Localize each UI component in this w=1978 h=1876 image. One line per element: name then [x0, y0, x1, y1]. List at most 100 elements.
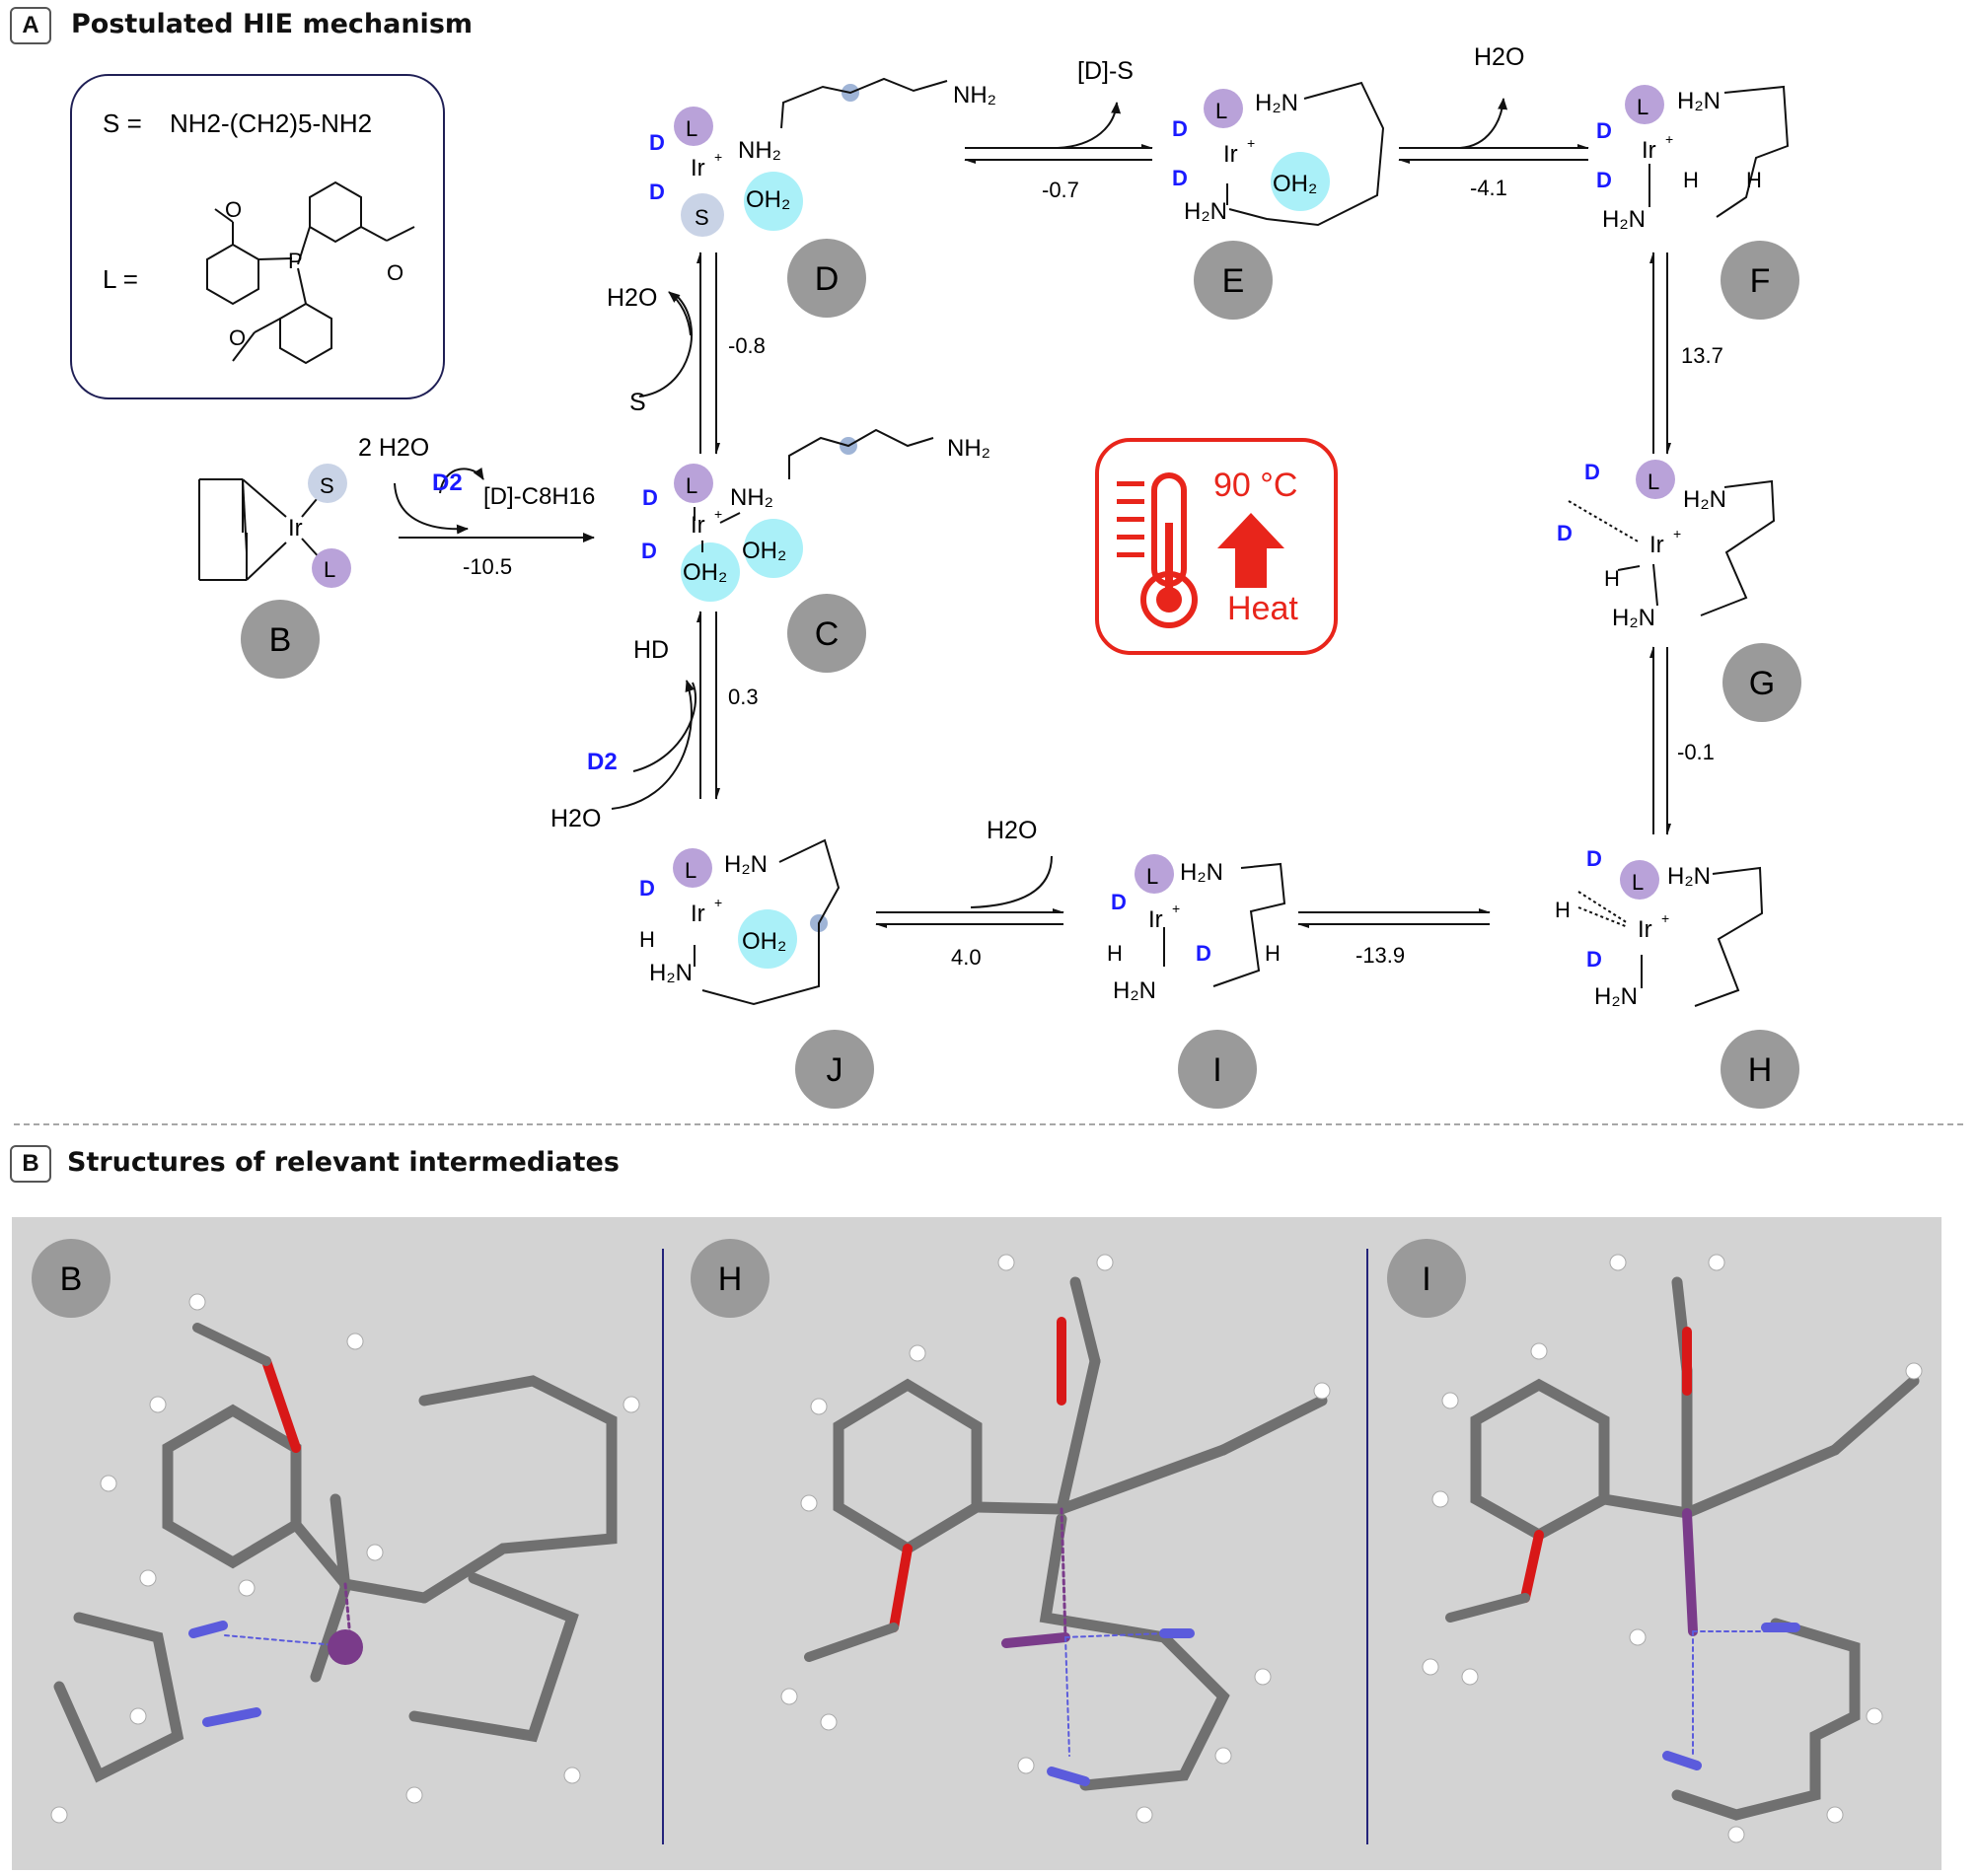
- svg-text:Ir: Ir: [1642, 137, 1656, 164]
- svg-text:H₂N: H₂N: [1667, 863, 1711, 890]
- svg-text:D: D: [1172, 166, 1188, 190]
- svg-text:B: B: [60, 1261, 83, 1298]
- legend-l-prefix: L =: [103, 264, 138, 294]
- structure-label-h: H: [691, 1239, 769, 1318]
- structure-i-render: [1422, 1254, 1923, 1843]
- reagent-d-e-out: [D]-S: [1077, 57, 1134, 85]
- up-arrow-icon: [1217, 513, 1284, 588]
- iridium-label-b: Ir: [288, 515, 303, 541]
- svg-text:D: D: [1596, 168, 1612, 192]
- arrow-d2-in-cj: [632, 682, 697, 772]
- complex-c-structure: L Ir + NH₂ NH₂ OH₂ OH₂ D D: [641, 428, 990, 602]
- svg-text:L: L: [1648, 469, 1659, 494]
- svg-text:D: D: [1196, 941, 1211, 966]
- svg-text:D: D: [1596, 118, 1612, 143]
- svg-text:L: L: [1632, 870, 1644, 895]
- structure-label-i: I: [1387, 1239, 1466, 1318]
- svg-text:H₂N: H₂N: [1602, 206, 1646, 233]
- reagent-b-c-in: 2 H2O: [358, 434, 429, 462]
- svg-text:L: L: [686, 116, 697, 141]
- svg-text:H: H: [1748, 1051, 1773, 1089]
- complex-e-structure: L Ir + H₂N OH₂ H₂N D D: [1172, 81, 1385, 227]
- reagent-c-j-d2: D2: [587, 749, 618, 775]
- svg-text:+: +: [714, 506, 722, 522]
- svg-text:Ir: Ir: [691, 155, 705, 181]
- energy-c-j: 0.3: [728, 685, 759, 709]
- phosphine-ligand-structure: [206, 180, 415, 365]
- arrow-c8h16-out: [439, 468, 484, 494]
- svg-text:D: D: [1586, 947, 1602, 972]
- svg-text:D: D: [1557, 521, 1573, 545]
- complex-j-structure: L Ir + H₂N OH₂ H H₂N D: [639, 838, 841, 1006]
- svg-text:H₂N: H₂N: [1677, 88, 1721, 114]
- species-label-f: F: [1721, 241, 1799, 320]
- species-label-e: E: [1194, 241, 1273, 320]
- arrow-h2o-in-ij: [970, 855, 1053, 908]
- temperature-value: 90 °C: [1213, 467, 1297, 504]
- svg-text:H: H: [1107, 941, 1123, 966]
- svg-text:H₂N: H₂N: [1612, 605, 1655, 631]
- reagent-c-j-out: HD: [633, 636, 669, 664]
- svg-text:D: D: [1111, 890, 1127, 914]
- svg-text:H: H: [639, 927, 655, 952]
- svg-text:H: H: [1265, 941, 1281, 966]
- reagent-i-j-in: H2O: [987, 817, 1037, 844]
- legend-s-formula: NH2-(CH2)5-NH2: [170, 108, 372, 138]
- svg-text:OH₂: OH₂: [742, 538, 786, 564]
- solvent-circle-b: [308, 464, 347, 503]
- panel-b-letter: B: [22, 1150, 39, 1177]
- arrow-s-out-de: [1057, 102, 1122, 149]
- energy-c-d: -0.8: [728, 333, 766, 358]
- structure-h-render: [780, 1254, 1331, 1824]
- energy-i-j: 4.0: [951, 945, 982, 970]
- complex-i-structure: L Ir + H₂N H H H₂N D D: [1107, 854, 1286, 1004]
- svg-text:Ir: Ir: [1223, 141, 1238, 168]
- species-label-h: H: [1721, 1030, 1799, 1109]
- svg-text:H: H: [1683, 168, 1699, 192]
- species-label-g: G: [1722, 643, 1801, 722]
- s-label-b: S: [320, 473, 334, 498]
- svg-text:H: H: [718, 1261, 743, 1298]
- svg-text:J: J: [827, 1051, 843, 1089]
- svg-text:S: S: [695, 205, 709, 230]
- complex-d-structure: L Ir + NH₂ NH₂ OH₂ S D D: [649, 77, 996, 237]
- svg-text:L: L: [1146, 864, 1158, 889]
- legend-box: [70, 74, 445, 399]
- svg-text:OH₂: OH₂: [683, 559, 727, 586]
- svg-text:H₂N: H₂N: [1184, 198, 1227, 225]
- svg-text:D: D: [815, 260, 840, 298]
- svg-text:+: +: [714, 149, 722, 165]
- svg-text:I: I: [1422, 1261, 1430, 1298]
- arrow-h2o-in: [394, 482, 469, 535]
- svg-text:I: I: [1212, 1051, 1221, 1089]
- svg-text:OH₂: OH₂: [742, 928, 786, 955]
- svg-text:H₂N: H₂N: [1594, 983, 1638, 1010]
- svg-text:Ir: Ir: [691, 512, 705, 539]
- panel-a-letter-box: A: [10, 7, 51, 44]
- svg-text:H₂N: H₂N: [724, 851, 768, 878]
- energy-d-e: -0.7: [1042, 178, 1079, 202]
- svg-text:Ir: Ir: [1148, 906, 1163, 933]
- svg-text:+: +: [1172, 901, 1180, 916]
- svg-text:+: +: [1673, 526, 1681, 541]
- svg-text:D: D: [641, 539, 657, 563]
- svg-text:D: D: [642, 485, 658, 510]
- complex-h-structure: L Ir + H₂N H H₂N D D: [1555, 846, 1764, 1010]
- svg-text:H₂N: H₂N: [1113, 977, 1156, 1004]
- energy-g-h: -0.1: [1677, 740, 1715, 764]
- l-label-b: L: [324, 557, 335, 582]
- species-label-d: D: [787, 239, 866, 318]
- svg-text:D: D: [1586, 846, 1602, 871]
- reagent-b-c-out: [D]-C8H16: [483, 483, 595, 510]
- svg-text:NH₂: NH₂: [947, 435, 990, 462]
- svg-text:+: +: [1661, 910, 1669, 926]
- temperature-caption: Heat: [1227, 590, 1298, 627]
- svg-text:G: G: [1749, 665, 1775, 702]
- ligand-circle-b: [312, 548, 351, 588]
- oxygen-label-3: O: [229, 325, 246, 350]
- svg-text:H: H: [1555, 898, 1571, 922]
- reagent-e-f-out: H2O: [1474, 43, 1524, 71]
- svg-text:NH₂: NH₂: [953, 82, 996, 108]
- structure-b-render: [50, 1293, 640, 1824]
